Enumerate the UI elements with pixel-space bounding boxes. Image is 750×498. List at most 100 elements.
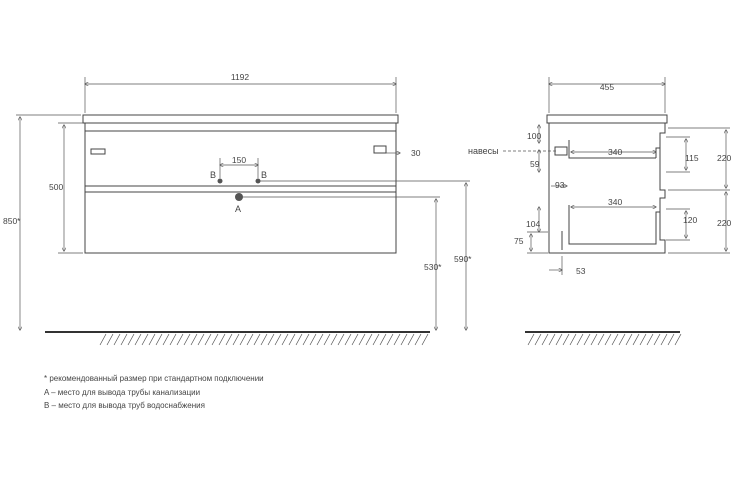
hatch-stroke [316, 333, 324, 346]
front-hinge-right [373, 145, 387, 154]
notes-block: * рекомендованный размер при стандартном… [44, 372, 264, 413]
side-view: 455 навесы 100 59 340 115 220 93 104 340 [468, 77, 731, 346]
side-hinge-mount [554, 146, 568, 156]
hatch-stroke [541, 333, 549, 346]
side-bottom-drawer [568, 205, 660, 245]
hatch-stroke [618, 333, 626, 346]
pipe-a-label: A [235, 204, 241, 214]
pipe-b-right-label: B [261, 170, 267, 180]
hatch-stroke [260, 333, 268, 346]
hatch-stroke [337, 333, 345, 346]
hatch-stroke [365, 333, 373, 346]
depth-dimension: 455 [600, 82, 614, 92]
hatch-stroke [407, 333, 415, 346]
note-recommended: * рекомендованный размер при стандартном… [44, 374, 264, 383]
hatch-stroke [267, 333, 275, 346]
hatch-stroke [667, 333, 675, 346]
side-top-drawer [568, 140, 660, 159]
hatch-stroke [527, 333, 535, 346]
pipe-spacing-dimension: 150 [232, 155, 246, 165]
front-countertop [82, 114, 399, 124]
hatch-stroke [197, 333, 205, 346]
hatch-stroke [548, 333, 556, 346]
hatch-stroke [295, 333, 303, 346]
hatch-stroke [555, 333, 563, 346]
hatch-stroke [625, 333, 633, 346]
dim-340-bottom: 340 [608, 197, 622, 207]
hatch-stroke [400, 333, 408, 346]
hatch-stroke [660, 333, 668, 346]
hatch-stroke [169, 333, 177, 346]
side-cabinet-body [548, 123, 666, 254]
hatch-stroke [106, 333, 114, 346]
side-floor-hatch [527, 333, 682, 346]
hatch-stroke [183, 333, 191, 346]
width-dimension: 1192 [231, 72, 250, 82]
hatch-stroke [246, 333, 254, 346]
hatch-stroke [372, 333, 380, 346]
hatch-stroke [330, 333, 338, 346]
hatch-stroke [344, 333, 352, 346]
hatch-stroke [253, 333, 261, 346]
hatch-stroke [569, 333, 577, 346]
hatch-stroke [148, 333, 156, 346]
body-height-dimension: 500 [49, 182, 63, 192]
hatch-stroke [632, 333, 640, 346]
hatch-stroke [302, 333, 310, 346]
hinge-offset-dimension: 30 [411, 148, 421, 158]
side-countertop [546, 114, 668, 124]
supply-height-dimension: 590* [454, 254, 472, 264]
dim-115: 115 [685, 153, 699, 163]
drain-height-dimension: 530* [424, 262, 442, 272]
hatch-stroke [639, 333, 647, 346]
hatch-stroke [176, 333, 184, 346]
front-cabinet-body [84, 122, 397, 254]
hatch-stroke [134, 333, 142, 346]
hatch-stroke [604, 333, 612, 346]
hatch-stroke [211, 333, 219, 346]
hatch-stroke [162, 333, 170, 346]
hatch-stroke [653, 333, 661, 346]
hatch-stroke [155, 333, 163, 346]
hatch-stroke [309, 333, 317, 346]
hatch-stroke [218, 333, 226, 346]
dim-59: 59 [530, 159, 540, 169]
dim-220-top: 220 [717, 153, 731, 163]
hatch-stroke [99, 333, 107, 346]
hatch-stroke [204, 333, 212, 346]
hatch-stroke [113, 333, 121, 346]
total-height-dimension: 850* [3, 216, 21, 226]
hatch-stroke [534, 333, 542, 346]
dim-93: 93 [555, 180, 565, 190]
hatch-stroke [562, 333, 570, 346]
hatch-stroke [358, 333, 366, 346]
dim-340-top: 340 [608, 147, 622, 157]
dim-53: 53 [576, 266, 586, 276]
hatch-stroke [414, 333, 422, 346]
front-hinge-left [90, 148, 106, 155]
hatch-stroke [421, 333, 429, 346]
hatch-stroke [120, 333, 128, 346]
dim-220-bottom: 220 [717, 218, 731, 228]
dim-104: 104 [526, 219, 540, 229]
hatch-stroke [232, 333, 240, 346]
hatch-stroke [274, 333, 282, 346]
hatch-stroke [674, 333, 682, 346]
hatch-stroke [611, 333, 619, 346]
hatch-stroke [576, 333, 584, 346]
hatch-stroke [646, 333, 654, 346]
dim-100: 100 [527, 131, 541, 141]
hatch-stroke [190, 333, 198, 346]
dim-75: 75 [514, 236, 524, 246]
hinges-label: навесы [468, 146, 499, 156]
hatch-stroke [386, 333, 394, 346]
hatch-stroke [590, 333, 598, 346]
hatch-stroke [239, 333, 247, 346]
hatch-stroke [288, 333, 296, 346]
front-view: 1192 150 B B A 30 500 850* 530* 590* [3, 72, 472, 346]
front-floor-hatch [99, 333, 429, 346]
hatch-stroke [323, 333, 331, 346]
pipe-b-left-label: B [210, 170, 216, 180]
note-pipe-b: B – место для вывода труб водоснабжения [44, 401, 205, 410]
